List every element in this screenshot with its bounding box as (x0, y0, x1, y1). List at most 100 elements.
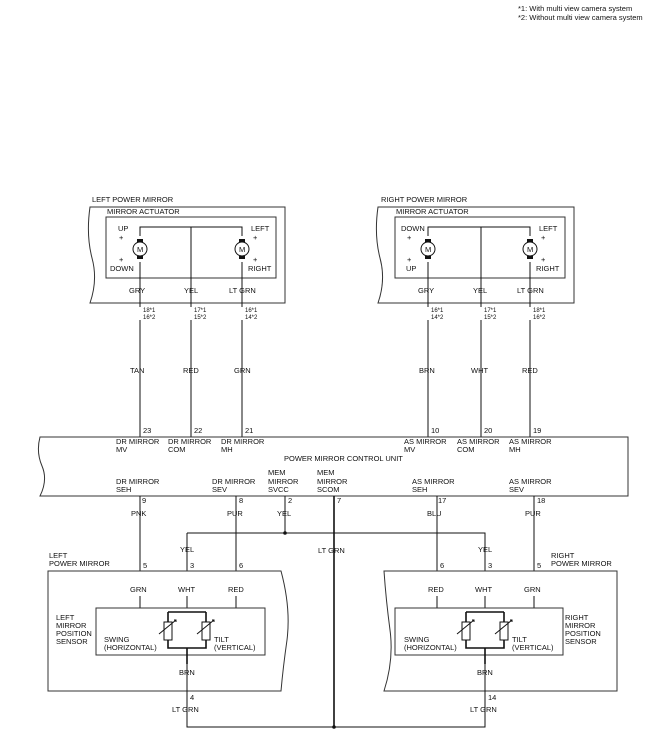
svg-text:AS MIRROR: AS MIRROR (509, 477, 552, 486)
svg-text:3: 3 (488, 561, 492, 570)
svg-text:LEFT: LEFT (49, 551, 68, 560)
note-2: *2: Without multi view camera system (518, 13, 643, 22)
left-tilt-resistor-icon (201, 621, 211, 641)
left-m2-top: LEFT (251, 224, 270, 233)
svg-text:10: 10 (431, 426, 439, 435)
svg-text:14*2: 14*2 (245, 315, 258, 321)
svg-text:WHT: WHT (475, 585, 492, 594)
svg-text:DR MIRROR: DR MIRROR (168, 437, 212, 446)
svg-text:MH: MH (221, 445, 233, 454)
svg-text:DR MIRROR: DR MIRROR (212, 477, 256, 486)
svg-text:LEFT: LEFT (56, 613, 75, 622)
svg-text:MIRROR: MIRROR (268, 477, 299, 486)
svg-text:DR MIRROR: DR MIRROR (116, 477, 160, 486)
junction-dot (283, 531, 287, 535)
svg-text:14*2: 14*2 (431, 315, 444, 321)
svg-text:GRN: GRN (524, 585, 541, 594)
right-ground-wire (334, 664, 486, 728)
svg-text:COM: COM (168, 445, 186, 454)
svg-text:+: + (119, 233, 124, 242)
svg-text:15*2: 15*2 (484, 315, 497, 321)
svg-text:+: + (119, 255, 124, 264)
svg-text:16*1: 16*1 (245, 308, 258, 314)
left-sensor-box (95, 607, 266, 656)
svg-text:(VERTICAL): (VERTICAL) (214, 643, 256, 652)
svg-text:+: + (407, 233, 412, 242)
left-ground-wire (186, 664, 334, 728)
svg-text:M: M (137, 245, 143, 254)
svg-text:MIRROR: MIRROR (565, 621, 596, 630)
svg-text:14: 14 (488, 693, 496, 702)
right-m2-top: LEFT (539, 224, 558, 233)
svg-text:MIRROR: MIRROR (56, 621, 87, 630)
svg-text:YEL: YEL (277, 509, 291, 518)
svg-text:19: 19 (533, 426, 541, 435)
svg-text:RED: RED (428, 585, 444, 594)
svg-text:16*2: 16*2 (143, 315, 156, 321)
svg-text:17*1: 17*1 (484, 308, 497, 314)
svg-text:18*1: 18*1 (143, 308, 156, 314)
svg-text:MV: MV (404, 445, 415, 454)
svg-text:BRN: BRN (419, 366, 435, 375)
svg-text:SENSOR: SENSOR (56, 637, 88, 646)
ground-junction-dot (332, 725, 336, 729)
svg-text:TILT: TILT (214, 635, 229, 644)
svg-text:MIRROR: MIRROR (317, 477, 348, 486)
svg-text:+: + (541, 233, 546, 242)
svg-text:9: 9 (142, 496, 146, 505)
svg-text:RED: RED (228, 585, 244, 594)
right-actuator-title: MIRROR ACTUATOR (396, 207, 469, 216)
svg-text:6: 6 (239, 561, 243, 570)
svg-text:YEL: YEL (180, 545, 194, 554)
svg-text:4: 4 (190, 693, 194, 702)
svg-text:MH: MH (509, 445, 521, 454)
svg-text:M: M (425, 245, 431, 254)
svg-text:COM: COM (457, 445, 475, 454)
svg-text:MEM: MEM (317, 468, 335, 477)
svg-text:PUR: PUR (227, 509, 243, 518)
svg-text:YEL: YEL (473, 286, 487, 295)
svg-text:8: 8 (239, 496, 243, 505)
svg-text:+: + (253, 255, 258, 264)
svg-text:MEM: MEM (268, 468, 286, 477)
svg-text:TAN: TAN (130, 366, 144, 375)
svg-text:LT GRN: LT GRN (229, 286, 256, 295)
svg-text:RED: RED (183, 366, 199, 375)
svg-text:16*2: 16*2 (533, 315, 546, 321)
svg-text:SENSOR: SENSOR (565, 637, 597, 646)
svg-text:20: 20 (484, 426, 492, 435)
svg-text:SEV: SEV (212, 485, 227, 494)
svg-text:AS MIRROR: AS MIRROR (509, 437, 552, 446)
svg-text:SEH: SEH (116, 485, 131, 494)
svg-text:17*1: 17*1 (194, 308, 207, 314)
svg-text:SCOM: SCOM (317, 485, 340, 494)
svg-text:DR MIRROR: DR MIRROR (221, 437, 265, 446)
left-swing-resistor-icon (163, 621, 173, 641)
svg-text:YEL: YEL (478, 545, 492, 554)
svg-text:POWER MIRROR: POWER MIRROR (49, 559, 110, 568)
svg-text:(VERTICAL): (VERTICAL) (512, 643, 554, 652)
wire-yel-bus (284, 496, 486, 580)
left-mirror-title: LEFT POWER MIRROR (92, 195, 174, 204)
svg-text:SWING: SWING (404, 635, 430, 644)
svg-text:GRN: GRN (130, 585, 147, 594)
svg-text:POSITION: POSITION (565, 629, 601, 638)
right-m1-bot: UP (406, 264, 416, 273)
svg-text:6: 6 (440, 561, 444, 570)
svg-text:5: 5 (537, 561, 541, 570)
right-m1-top: DOWN (401, 224, 425, 233)
svg-text:LT GRN: LT GRN (318, 546, 345, 555)
svg-text:21: 21 (245, 426, 253, 435)
svg-text:23: 23 (143, 426, 151, 435)
left-actuator-title: MIRROR ACTUATOR (107, 207, 180, 216)
note-1: *1: With multi view camera system (518, 4, 632, 13)
svg-text:PUR: PUR (525, 509, 541, 518)
svg-text:RED: RED (522, 366, 538, 375)
svg-text:DR MIRROR: DR MIRROR (116, 437, 160, 446)
svg-text:SVCC: SVCC (268, 485, 289, 494)
svg-text:+: + (253, 233, 258, 242)
svg-text:RIGHT: RIGHT (551, 551, 575, 560)
svg-text:RIGHT: RIGHT (565, 613, 589, 622)
svg-text:5: 5 (143, 561, 147, 570)
